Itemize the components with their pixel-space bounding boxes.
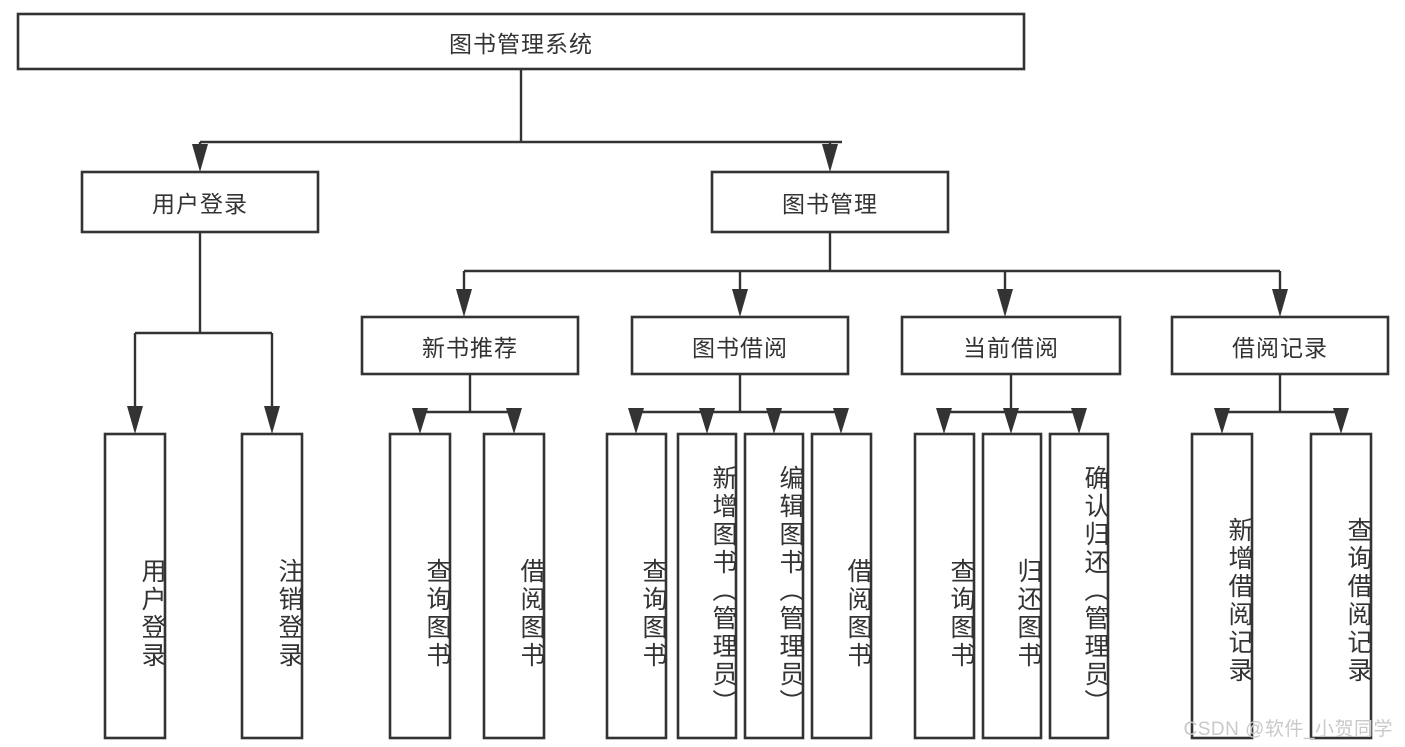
arrow-head-icon	[1003, 408, 1019, 434]
leaf-add-record-box[interactable]	[1190, 432, 1254, 740]
edges-userlogin-to-leaves	[127, 232, 280, 434]
arrow-head-icon	[997, 289, 1013, 317]
leaf-logout-box[interactable]	[240, 432, 304, 740]
leaf-user-login-box[interactable]	[103, 432, 167, 740]
leaf-query-record-box[interactable]	[1309, 432, 1373, 740]
leaf-borrow-book-2-box[interactable]	[810, 432, 873, 740]
node-borrow-record-box[interactable]	[1170, 315, 1390, 376]
edges-root-to-level2	[192, 69, 842, 172]
leaf-query-book-2-box[interactable]	[605, 432, 668, 740]
arrow-head-icon	[264, 406, 280, 434]
edges-bookmanage-to-level3	[456, 232, 1288, 317]
edges-borrow-to-leaves	[628, 374, 849, 434]
leaf-add-book-box[interactable]	[676, 432, 738, 740]
leaf-query-book-3-box[interactable]	[913, 432, 976, 740]
arrow-head-icon	[506, 408, 522, 434]
arrow-head-icon	[1333, 408, 1349, 434]
edges-currentborrow-to-leaves	[936, 374, 1087, 434]
leaf-return-book-box[interactable]	[981, 432, 1043, 740]
node-user-login-box[interactable]	[80, 170, 320, 234]
csdn-watermark: CSDN @软件_小贺同学	[1183, 719, 1393, 740]
arrow-head-icon	[412, 408, 428, 434]
node-book-borrow-box[interactable]	[630, 315, 850, 376]
leaf-query-book-1-box[interactable]	[388, 432, 452, 740]
edges-record-to-leaves	[1214, 374, 1349, 434]
node-new-book-recommend-box[interactable]	[360, 315, 580, 376]
edges-recommend-to-leaves	[412, 374, 522, 434]
arrow-head-icon	[822, 144, 838, 172]
arrow-head-icon	[699, 408, 715, 434]
arrow-head-icon	[1214, 408, 1230, 434]
arrow-head-icon	[1071, 408, 1087, 434]
arrow-head-icon	[833, 408, 849, 434]
leaf-borrow-book-1-box[interactable]	[482, 432, 546, 740]
arrow-head-icon	[766, 408, 782, 434]
arrow-head-icon	[628, 408, 644, 434]
leaf-edit-book-box[interactable]	[743, 432, 805, 740]
leaf-confirm-return-box[interactable]	[1048, 432, 1110, 740]
arrow-head-icon	[1272, 289, 1288, 317]
node-current-borrow-box[interactable]	[900, 315, 1122, 376]
arrow-head-icon	[127, 406, 143, 434]
arrow-head-icon	[192, 144, 208, 172]
arrow-head-icon	[456, 289, 472, 317]
arrow-head-icon	[936, 408, 952, 434]
node-root-box[interactable]	[16, 12, 1026, 71]
node-book-manage-box[interactable]	[710, 170, 950, 234]
arrow-head-icon	[732, 289, 748, 317]
